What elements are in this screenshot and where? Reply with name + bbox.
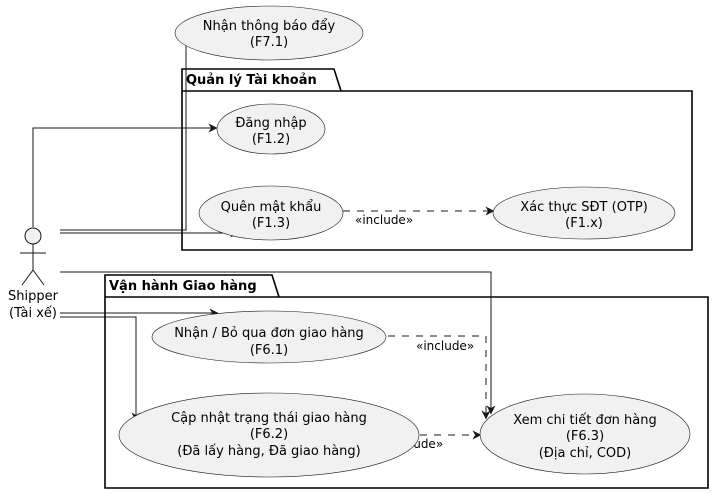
actor-shipper[interactable]: Shipper (Tài xế) xyxy=(8,227,59,321)
usecase-f1x-title: Xác thực SĐT (OTP) xyxy=(520,200,648,215)
usecase-f71-code: (F7.1) xyxy=(250,35,288,50)
actor-left-leg xyxy=(21,269,34,286)
usecase-f62-title: Cập nhật trạng thái giao hàng xyxy=(171,411,367,426)
usecase-f63-code: (F6.3) xyxy=(566,429,604,444)
usecase-f1x-code: (F1.x) xyxy=(565,216,603,231)
actor-role: (Tài xế) xyxy=(9,306,57,321)
usecase-f61-code: (F6.1) xyxy=(250,343,288,358)
usecase-f12-title: Đăng nhập xyxy=(235,116,306,131)
package-account-title: Quản lý Tài khoản xyxy=(186,73,317,88)
usecase-f71[interactable]: Nhận thông báo đẩy (F7.1) xyxy=(174,5,364,61)
include-f61-f63 xyxy=(388,335,491,420)
usecase-f13-title: Quên mật khẩu xyxy=(221,200,322,215)
assoc-actor-f63 xyxy=(60,271,496,415)
usecase-f63[interactable]: Xem chi tiết đơn hàng (F6.3) (Địa chỉ, C… xyxy=(479,393,691,475)
package-delivery: Vận hành Giao hàng xyxy=(104,274,709,489)
usecase-f12[interactable]: Đăng nhập (F1.2) xyxy=(216,103,326,155)
usecase-f1x[interactable]: Xác thực SĐT (OTP) (F1.x) xyxy=(492,186,676,240)
usecase-f61-title: Nhận / Bỏ qua đơn giao hàng xyxy=(174,326,364,341)
usecase-f62-detail: (Đã lấy hàng, Đã giao hàng) xyxy=(177,444,360,459)
package-account: Quản lý Tài khoản xyxy=(181,68,693,251)
usecase-f62-code: (F6.2) xyxy=(250,427,288,442)
usecase-f13[interactable]: Quên mật khẩu (F1.3) xyxy=(198,185,344,241)
usecase-f61[interactable]: Nhận / Bỏ qua đơn giao hàng (F6.1) xyxy=(151,310,387,364)
usecase-f12-code: (F1.2) xyxy=(252,132,290,147)
include-f61-f63-label: «include» xyxy=(416,339,474,353)
include-f13-f1x-label: «include» xyxy=(355,213,413,227)
usecase-f71-title: Nhận thông báo đẩy xyxy=(203,19,336,34)
usecase-f63-title: Xem chi tiết đơn hàng xyxy=(513,413,656,428)
actor-head xyxy=(24,227,42,245)
actor-right-leg xyxy=(32,269,45,286)
usecase-f62[interactable]: Cập nhật trạng thái giao hàng (F6.2) (Đã… xyxy=(118,392,420,478)
actor-name: Shipper xyxy=(8,289,59,304)
assoc-actor-f12 xyxy=(32,123,218,227)
package-delivery-title: Vận hành Giao hàng xyxy=(109,279,257,294)
associations xyxy=(32,25,496,422)
package-account-frame xyxy=(181,68,693,251)
assoc-actor-f62 xyxy=(60,316,141,422)
usecase-f63-detail: (Địa chỉ, COD) xyxy=(539,446,632,461)
package-delivery-frame xyxy=(104,274,709,489)
usecase-f13-code: (F1.3) xyxy=(252,216,290,231)
assoc-actor-f71 xyxy=(60,25,191,231)
